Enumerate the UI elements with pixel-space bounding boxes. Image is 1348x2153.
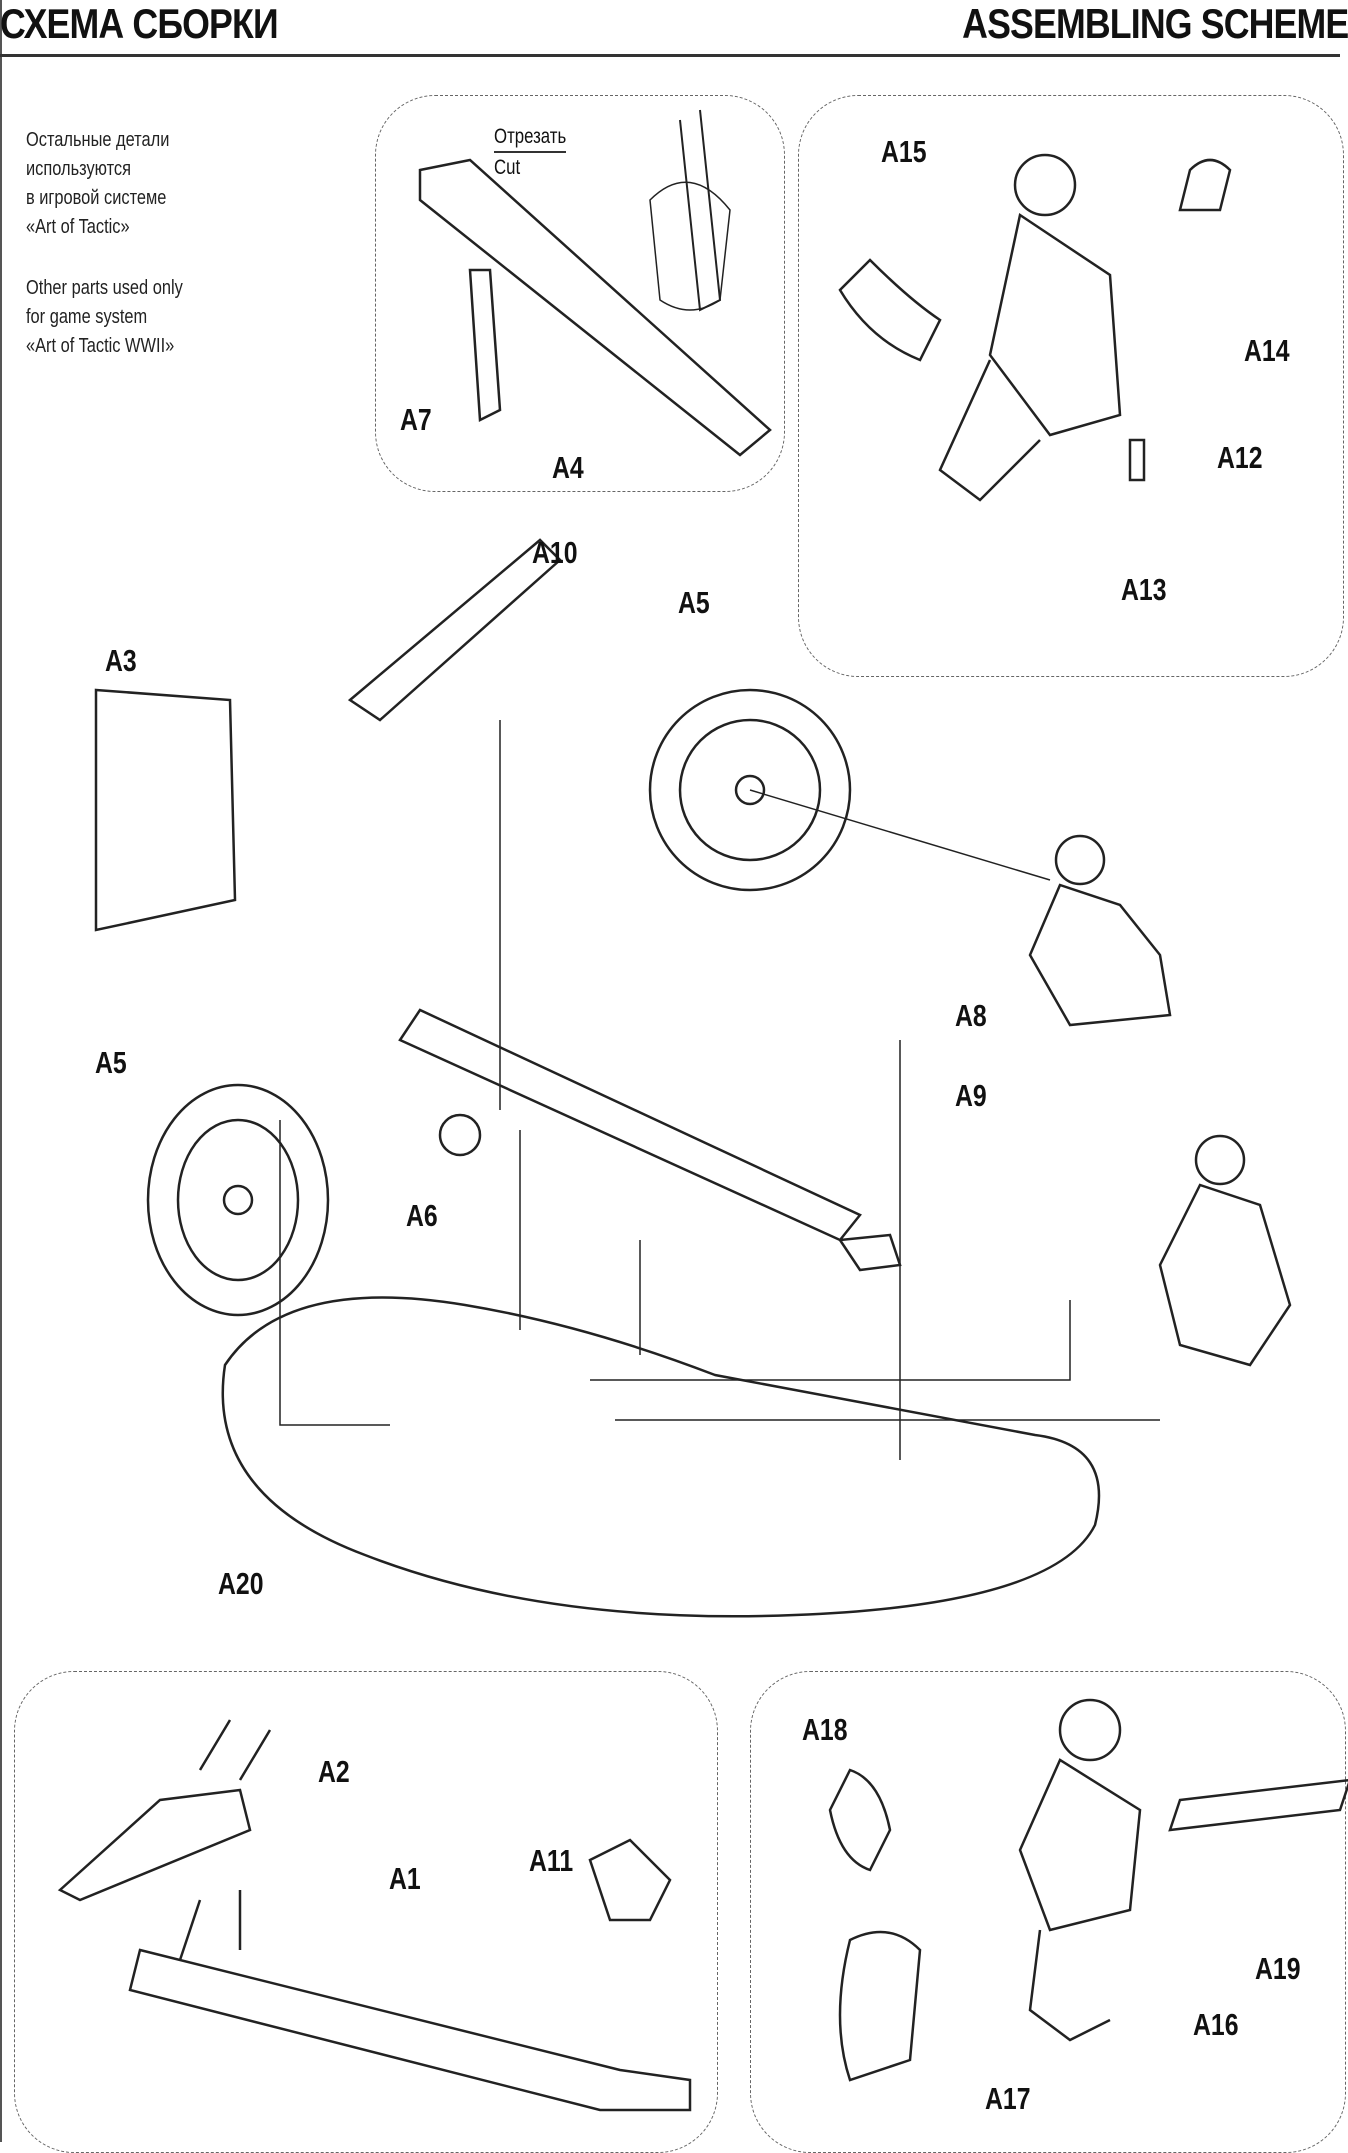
part-label-a20: A20 <box>218 1566 264 1601</box>
note-line: «Art of Tactic WWII» <box>26 335 175 357</box>
part-label-a1: A1 <box>389 1861 421 1896</box>
part-label-a16: A16 <box>1193 2007 1239 2042</box>
note-line: используются <box>26 158 131 180</box>
assembly-guide-lines <box>279 720 1160 1460</box>
detail-panel-crew-1 <box>798 95 1344 677</box>
part-label-a3: A3 <box>105 643 137 678</box>
detail-panel-barrel-cut <box>375 95 785 492</box>
title-english: ASSEMBLING SCHEME <box>961 0 1348 47</box>
note-russian: Остальные детали используются в игровой … <box>26 126 169 242</box>
base-drawing <box>221 1296 1101 1618</box>
header-rule <box>0 54 1340 57</box>
cut-instruction: Отрезать Cut <box>494 122 567 182</box>
part-label-a13: A13 <box>1121 572 1167 607</box>
part-label-a8: A8 <box>955 998 987 1033</box>
note-line: «Art of Tactic» <box>26 216 130 238</box>
page-border <box>0 0 2 2142</box>
part-label-a5-left: A5 <box>95 1045 127 1080</box>
carriage-drawing <box>57 1719 692 2112</box>
part-label-a11: A11 <box>529 1843 574 1878</box>
part-label-a5-right: A5 <box>678 585 710 620</box>
note-english: Other parts used only for game system «A… <box>26 274 183 361</box>
cut-label-en: Cut <box>494 156 521 179</box>
part-label-a12: A12 <box>1217 440 1263 475</box>
part-label-a9: A9 <box>955 1078 987 1113</box>
part-label-a18: A18 <box>802 1712 848 1747</box>
crew-figure-1-drawing <box>838 153 1232 502</box>
part-label-a15: A15 <box>881 134 927 169</box>
title-russian: СХЕМА СБОРКИ <box>0 0 279 47</box>
part-label-a2: A2 <box>318 1754 350 1789</box>
gun-drawing <box>94 538 902 1317</box>
crew-figure-2-drawing <box>828 1698 1348 2082</box>
part-label-a14: A14 <box>1244 333 1290 368</box>
part-label-a10: A10 <box>532 535 578 570</box>
barrel-part-drawing <box>418 109 772 457</box>
note-line: Other parts used only <box>26 277 183 299</box>
cut-label-ru: Отрезать <box>494 122 567 153</box>
part-label-a6: A6 <box>406 1198 438 1233</box>
part-label-a19: A19 <box>1255 1951 1301 1986</box>
note-line: for game system <box>26 306 148 328</box>
part-label-a7: A7 <box>400 402 432 437</box>
note-line: Остальные детали <box>26 129 170 151</box>
note-line: в игровой системе <box>26 187 167 209</box>
part-label-a4: A4 <box>552 450 584 485</box>
part-label-a17: A17 <box>985 2081 1031 2116</box>
crew-figure-kneeling-drawing <box>1028 834 1292 1367</box>
